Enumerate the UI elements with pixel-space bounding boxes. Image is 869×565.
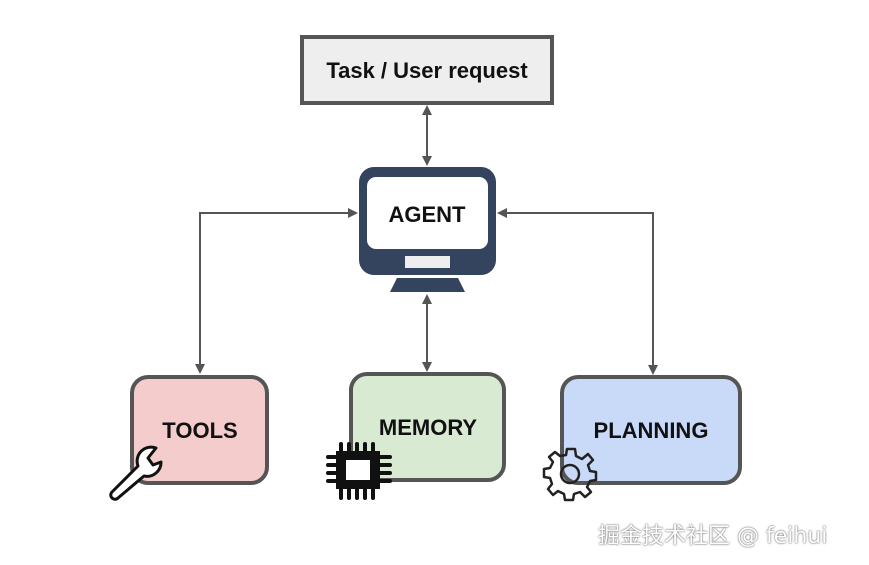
planning-node: PLANNING <box>542 375 742 502</box>
edge-agent-planning <box>497 208 658 375</box>
planning-label: PLANNING <box>594 418 709 443</box>
task-label: Task / User request <box>326 58 528 83</box>
memory-node: MEMORY <box>326 372 506 500</box>
memory-label: MEMORY <box>379 415 478 440</box>
gear-icon <box>542 447 598 502</box>
edge-agent-tools <box>195 208 358 374</box>
task-node: Task / User request <box>300 35 554 105</box>
agent-node: AGENT <box>359 167 496 292</box>
chip-icon <box>326 442 392 500</box>
agent-label: AGENT <box>389 202 467 227</box>
wrench-icon <box>109 445 163 501</box>
watermark: 掘金技术社区 @ feihui <box>598 524 828 549</box>
tools-label: TOOLS <box>162 418 237 443</box>
tools-node: TOOLS <box>109 375 269 501</box>
